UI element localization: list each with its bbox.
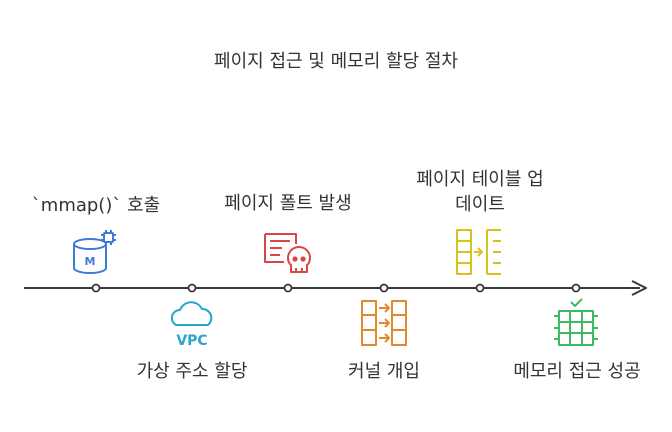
table-update-icon xyxy=(456,229,501,275)
svg-text:M: M xyxy=(85,255,96,268)
step-label-memory-access: 메모리 접근 성공 xyxy=(513,361,641,382)
timeline-node-4 xyxy=(379,283,389,293)
timeline-node-1 xyxy=(91,283,101,293)
diagram-title: 페이지 접근 및 메모리 할당 절차 xyxy=(214,51,458,72)
vpc-cloud-icon: VPC xyxy=(170,301,213,347)
step-label-page-table-update: 페이지 테이블 업 데이트 xyxy=(390,167,570,217)
memory-check-icon xyxy=(554,298,598,346)
timeline-node-5 xyxy=(475,283,485,293)
timeline-node-3 xyxy=(283,283,293,293)
step-label-page-fault: 페이지 폴트 발생 xyxy=(224,193,352,214)
step-label-mmap: `mmap()` 호출 xyxy=(31,195,161,216)
timeline-node-2 xyxy=(187,283,197,293)
transfer-columns-icon xyxy=(361,300,407,346)
vpc-icon-text: VPC xyxy=(176,333,207,347)
step-label-page-table-update-line-2: 데이트 xyxy=(455,194,505,215)
step-label-kernel: 커널 개입 xyxy=(348,361,420,382)
step-label-virtual-address: 가상 주소 할당 xyxy=(136,361,248,382)
timeline-arrowhead xyxy=(631,280,647,296)
step-label-page-table-update-line-1: 페이지 테이블 업 xyxy=(416,169,544,190)
timeline-node-6 xyxy=(571,283,581,293)
document-skull-icon xyxy=(264,233,311,273)
database-chip-icon: M xyxy=(73,230,116,274)
